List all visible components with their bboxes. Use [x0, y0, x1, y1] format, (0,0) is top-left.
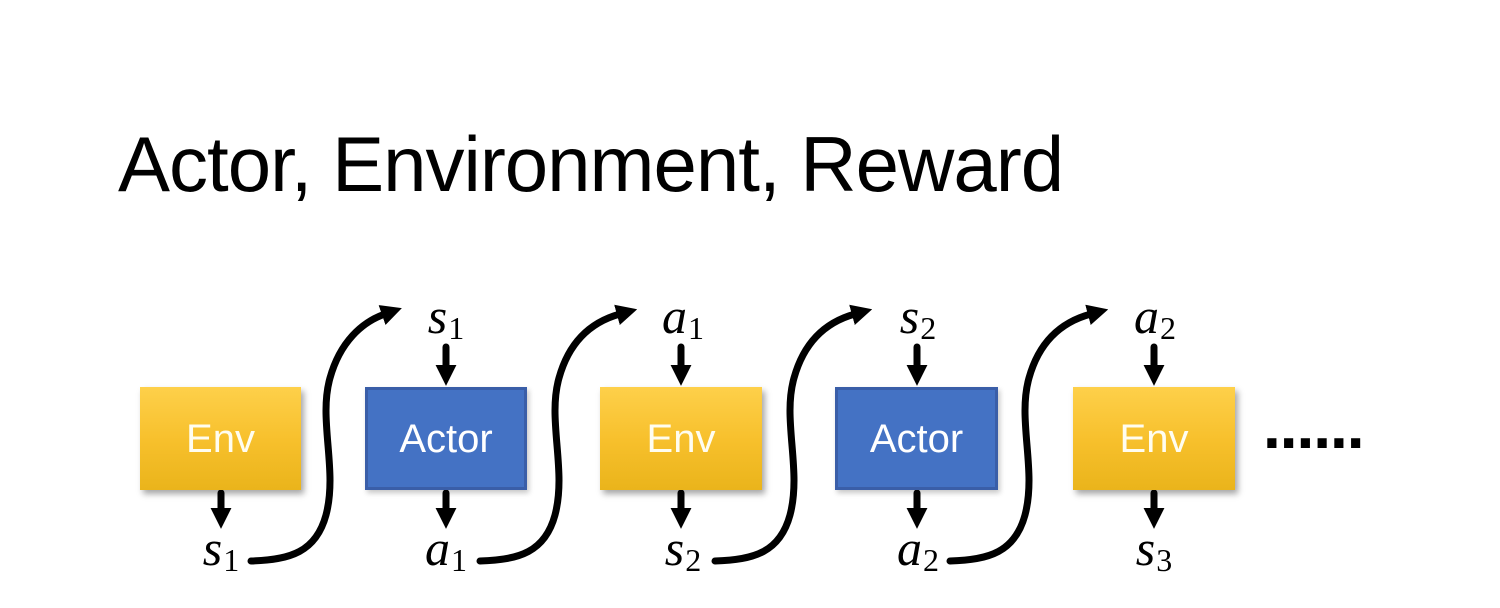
state-label-s3-bottom-sub: 3 — [1156, 542, 1173, 579]
action-label-a2-bottom-base: a — [897, 520, 922, 576]
state-label-s1-bottom: s1 — [202, 520, 239, 576]
action-label-a2-bottom: a2 — [897, 520, 939, 576]
action-label-a1-top-sub: 1 — [688, 310, 704, 347]
action-label-a1-top: a1 — [662, 288, 704, 344]
state-label-s2-bottom-sub: 2 — [685, 542, 702, 579]
state-label-s1-top: s1 — [427, 288, 464, 344]
action-label-a1-bottom-base: a — [425, 520, 450, 576]
action-label-a2-top: a2 — [1134, 288, 1176, 344]
state-label-s2-top-base: s — [899, 288, 920, 344]
state-label-s2-bottom: s2 — [664, 520, 701, 576]
action-label-a2-top-sub: 2 — [1160, 310, 1176, 347]
env-box-3: Env — [1073, 387, 1235, 490]
env-box-2-label: Env — [646, 416, 716, 461]
actor-box-2-label: Actor — [869, 416, 964, 461]
state-label-s3-bottom: s3 — [1135, 520, 1172, 576]
state-label-s2-top: s2 — [899, 288, 936, 344]
env-box-3-label: Env — [1119, 416, 1189, 461]
state-label-s2-top-sub: 2 — [920, 310, 937, 347]
action-label-a1-bottom-sub: 1 — [451, 542, 467, 579]
env-box-1: Env — [140, 387, 301, 490]
action-label-a1-bottom: a1 — [425, 520, 467, 576]
actor-box-1-label: Actor — [399, 416, 493, 461]
action-label-a2-bottom-sub: 2 — [923, 542, 939, 579]
state-label-s1-top-sub: 1 — [448, 310, 465, 347]
state-label-s1-bottom-sub: 1 — [223, 542, 240, 579]
state-label-s1-bottom-base: s — [202, 520, 223, 576]
continuation-ellipsis: ...... — [1262, 401, 1366, 461]
action-label-a2-top-base: a — [1134, 288, 1159, 344]
env-box-1-label: Env — [186, 416, 255, 461]
state-label-s3-bottom-base: s — [1135, 520, 1156, 576]
actor-box-2: Actor — [835, 387, 998, 490]
env-box-2: Env — [600, 387, 762, 490]
state-label-s1-top-base: s — [427, 288, 448, 344]
actor-box-1: Actor — [365, 387, 527, 490]
slide-title: Actor, Environment, Reward — [118, 120, 1064, 208]
state-label-s2-bottom-base: s — [664, 520, 685, 576]
action-label-a1-top-base: a — [662, 288, 687, 344]
